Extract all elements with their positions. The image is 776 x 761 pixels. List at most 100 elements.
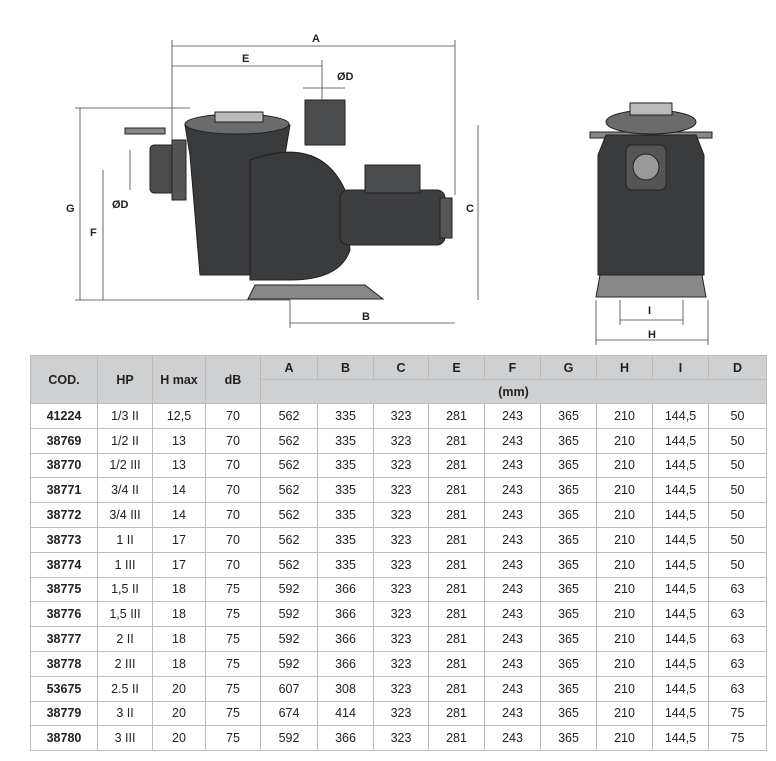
- cell-h: 210: [596, 526, 653, 553]
- cell-a: 562: [260, 403, 318, 429]
- cell-i: 144,5: [652, 526, 709, 553]
- cell-cod: 38775: [30, 576, 98, 603]
- cell-hp: 2 III: [97, 650, 153, 677]
- side-view-pump: [124, 99, 453, 300]
- cell-db: 70: [205, 452, 261, 479]
- dim-label-f: F: [90, 227, 97, 239]
- cell-c: 323: [373, 551, 429, 578]
- header-a: A: [260, 355, 318, 380]
- cell-a: 592: [260, 725, 318, 752]
- cell-e: 281: [428, 650, 485, 677]
- cell-c: 323: [373, 526, 429, 553]
- header-d: D: [708, 355, 767, 380]
- cell-hmax: 18: [152, 650, 206, 677]
- cell-hmax: 18: [152, 626, 206, 652]
- cell-h: 210: [596, 502, 653, 528]
- cell-c: 323: [373, 626, 429, 652]
- dim-label-g: G: [66, 203, 75, 215]
- cell-hp: 3/4 II: [97, 477, 153, 504]
- cell-b: 335: [317, 477, 374, 504]
- cell-d: 63: [708, 675, 767, 702]
- cell-c: 323: [373, 601, 429, 628]
- cell-b: 335: [317, 452, 374, 479]
- cell-d: 63: [708, 576, 767, 603]
- cell-i: 144,5: [652, 452, 709, 479]
- cell-a: 562: [260, 427, 318, 454]
- dim-label-a: A: [312, 33, 320, 45]
- cell-h: 210: [596, 427, 653, 454]
- cell-b: 335: [317, 427, 374, 454]
- cell-g: 365: [540, 700, 597, 727]
- cell-d: 50: [708, 403, 767, 429]
- cell-g: 365: [540, 626, 597, 652]
- cell-c: 323: [373, 477, 429, 504]
- header-row: COD. HP H max dB A B C E F G H I D: [30, 355, 767, 404]
- cell-g: 365: [540, 403, 597, 429]
- cell-hmax: 17: [152, 551, 206, 578]
- cell-g: 365: [540, 427, 597, 454]
- dim-label-i: I: [648, 305, 651, 317]
- cell-f: 243: [484, 576, 541, 603]
- cell-g: 365: [540, 502, 597, 528]
- dim-label-d-top: ØD: [337, 71, 354, 83]
- cell-hp: 1/3 II: [97, 403, 153, 429]
- cell-i: 144,5: [652, 576, 709, 603]
- front-view-pump: [589, 102, 713, 298]
- header-cod: COD.: [30, 355, 98, 404]
- cell-cod: 38776: [30, 601, 98, 628]
- cell-hp: 3 III: [97, 725, 153, 752]
- cell-hp: 1,5 II: [97, 576, 153, 603]
- cell-c: 323: [373, 427, 429, 454]
- cell-db: 75: [205, 700, 261, 727]
- cell-h: 210: [596, 477, 653, 504]
- cell-a: 562: [260, 477, 318, 504]
- header-i: I: [652, 355, 709, 380]
- cell-hmax: 18: [152, 576, 206, 603]
- cell-db: 75: [205, 601, 261, 628]
- cell-h: 210: [596, 700, 653, 727]
- cell-h: 210: [596, 403, 653, 429]
- side-view-dimension-lines: [75, 40, 479, 328]
- cell-hp: 1,5 III: [97, 601, 153, 628]
- cell-f: 243: [484, 626, 541, 652]
- header-b: B: [317, 355, 374, 380]
- cell-hp: 3/4 III: [97, 502, 153, 528]
- cell-h: 210: [596, 650, 653, 677]
- header-hmax: H max: [152, 355, 206, 404]
- cell-hmax: 17: [152, 526, 206, 553]
- cell-f: 243: [484, 675, 541, 702]
- cell-cod: 38780: [30, 725, 98, 752]
- cell-a: 562: [260, 502, 318, 528]
- unit-row: (mm): [31, 379, 767, 404]
- cell-i: 144,5: [652, 477, 709, 504]
- cell-a: 607: [260, 675, 318, 702]
- cell-db: 70: [205, 526, 261, 553]
- cell-e: 281: [428, 452, 485, 479]
- cell-f: 243: [484, 403, 541, 429]
- cell-f: 243: [484, 725, 541, 752]
- cell-f: 243: [484, 601, 541, 628]
- cell-i: 144,5: [652, 675, 709, 702]
- cell-g: 365: [540, 526, 597, 553]
- cell-c: 323: [373, 725, 429, 752]
- cell-b: 335: [317, 526, 374, 553]
- cell-cod: 41224: [30, 403, 98, 429]
- cell-d: 50: [708, 502, 767, 528]
- dim-label-c: C: [466, 203, 474, 215]
- cell-c: 323: [373, 700, 429, 727]
- cell-db: 70: [205, 427, 261, 454]
- cell-hp: 1/2 III: [97, 452, 153, 479]
- cell-e: 281: [428, 427, 485, 454]
- cell-db: 75: [205, 650, 261, 677]
- cell-a: 592: [260, 576, 318, 603]
- cell-cod: 38771: [30, 477, 98, 504]
- cell-a: 674: [260, 700, 318, 727]
- cell-e: 281: [428, 700, 485, 727]
- cell-f: 243: [484, 502, 541, 528]
- cell-h: 210: [596, 576, 653, 603]
